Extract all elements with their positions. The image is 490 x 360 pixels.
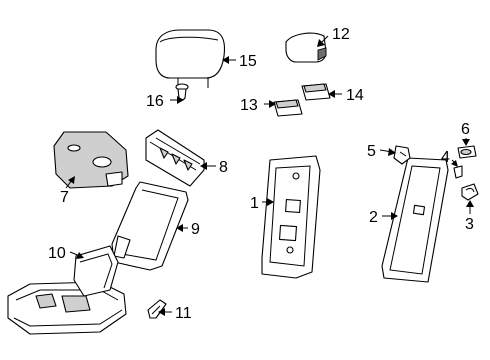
callout-15: 15 <box>239 53 257 70</box>
part-center-frame <box>261 155 321 279</box>
callout-2: 2 <box>369 209 378 226</box>
callout-14: 14 <box>346 87 364 104</box>
callout-6: 6 <box>461 121 470 138</box>
part-guide-13 <box>273 99 303 117</box>
part-panel <box>381 157 449 283</box>
part-hook <box>461 183 479 201</box>
callout-3: 3 <box>465 216 474 233</box>
callout-10: 10 <box>48 245 66 262</box>
leader-lines <box>65 35 474 316</box>
part-armrest-frame <box>111 181 189 271</box>
part-cover-cap <box>285 32 327 63</box>
part-armrest-base <box>7 281 127 335</box>
callout-7: 7 <box>60 189 69 206</box>
part-trim-cover <box>53 131 129 189</box>
part-screw <box>393 145 411 165</box>
callout-11: 11 <box>175 305 192 322</box>
part-guide-14 <box>301 83 331 101</box>
callout-9: 9 <box>191 221 200 238</box>
callout-13: 13 <box>240 97 258 114</box>
callout-1: 1 <box>250 195 259 212</box>
part-pin <box>175 83 189 101</box>
callout-5: 5 <box>367 143 376 160</box>
part-small-clip <box>453 165 463 179</box>
part-hinge-bracket <box>145 129 205 187</box>
part-bezel <box>457 145 477 159</box>
callout-4: 4 <box>441 149 450 166</box>
callout-12: 12 <box>332 26 350 43</box>
callout-8: 8 <box>219 159 228 176</box>
callout-labels: 15 12 16 13 14 7 8 9 10 11 1 2 5 4 6 3 <box>48 26 474 322</box>
part-armrest-lid <box>73 245 119 297</box>
callout-16: 16 <box>146 93 164 110</box>
part-headrest <box>155 29 226 88</box>
